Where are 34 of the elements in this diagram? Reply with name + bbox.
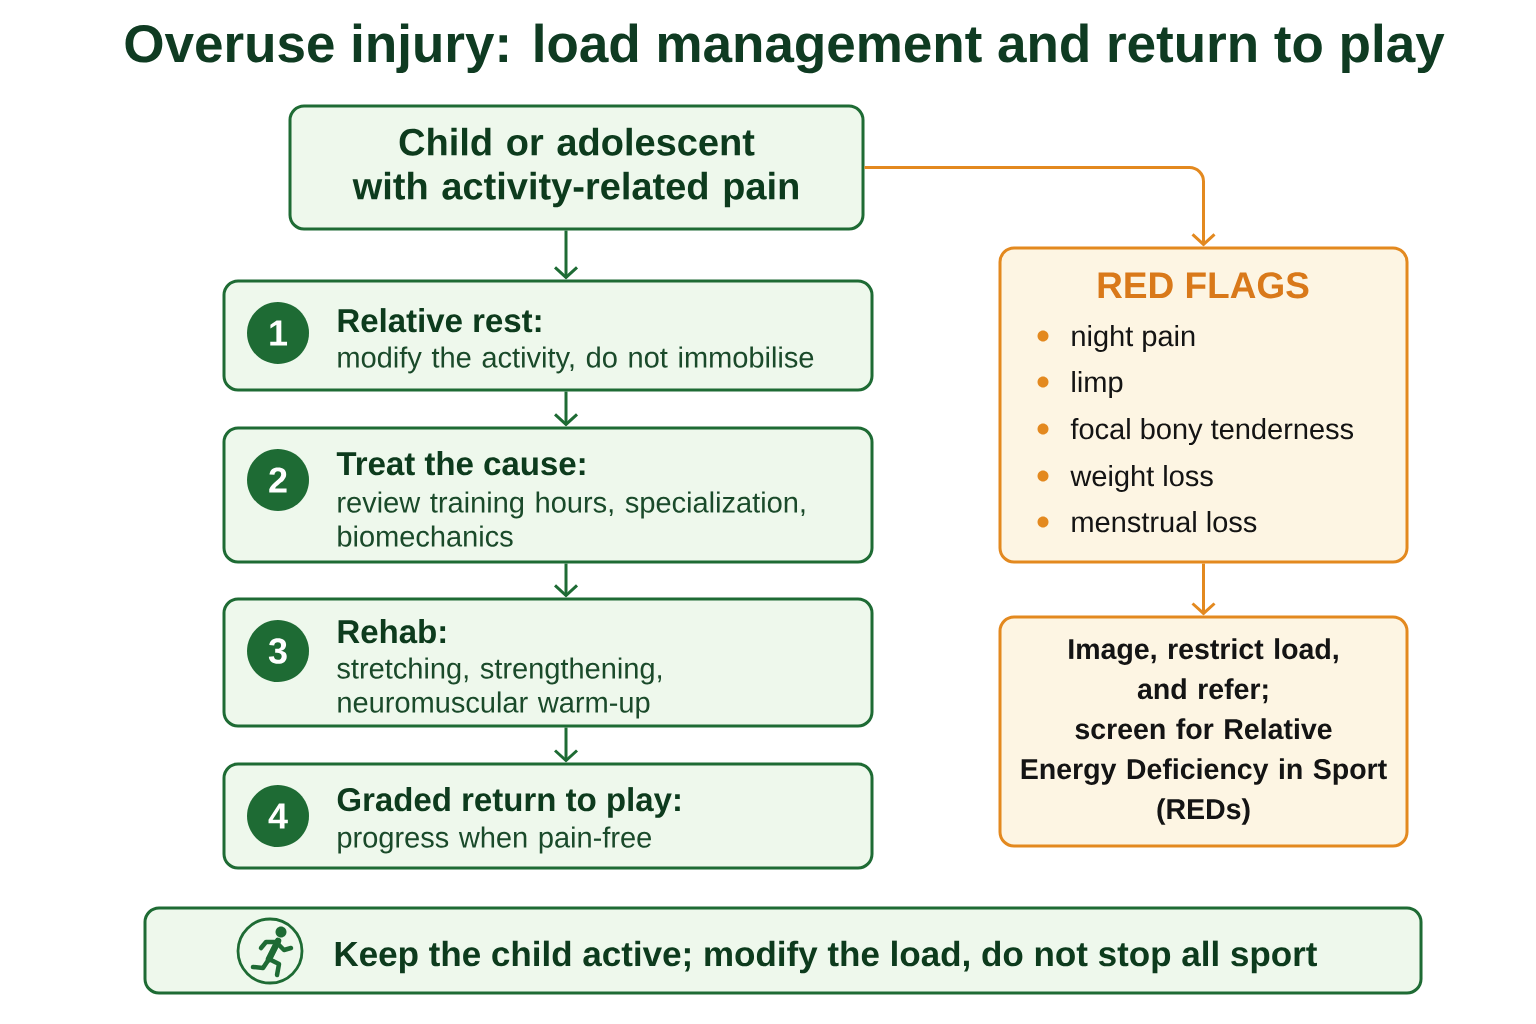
warning-box xyxy=(998,246,1409,564)
bullet-item: menstrual loss xyxy=(1072,511,1257,533)
arrow xyxy=(554,391,578,427)
start-box: Child or adolescent with activity-related pain xyxy=(288,104,865,231)
banner-text: Keep the child active; modify the load, do not stop all sport xyxy=(335,940,1317,974)
arrow xyxy=(554,230,578,280)
bullet-item: weight loss xyxy=(1070,465,1213,493)
step-heading: Graded return to play: xyxy=(337,787,680,818)
step-description: stretching, strengthening, neuromuscular warm-up xyxy=(337,657,661,719)
step-description: modify the activity, do not immobilise xyxy=(338,346,814,374)
bullet-item: limp xyxy=(1072,371,1123,399)
bullet-item: focal bony tenderness xyxy=(1070,418,1354,446)
title: Overuse injury: load management and return to play xyxy=(125,23,1445,74)
number-badge: 2 xyxy=(247,449,309,511)
arrow xyxy=(554,727,578,763)
number-badge: 4 xyxy=(247,785,309,847)
number-badge: 3 xyxy=(247,620,309,682)
arrow xyxy=(1191,563,1216,616)
action-box: Image, restrict load, and refer; screen for Relative Energy Deficiency in Sport (REDs) xyxy=(998,615,1409,848)
bullet-item: night pain xyxy=(1072,325,1195,353)
step-box xyxy=(222,762,874,870)
step-box xyxy=(222,279,874,392)
step-description: review training hours, specialization, biomechanics xyxy=(338,491,805,547)
number-badge: 1 xyxy=(247,302,309,364)
arrow xyxy=(864,166,1216,247)
step-box xyxy=(222,597,874,728)
step-heading: Relative rest: xyxy=(338,308,541,333)
warning-heading: RED FLAGS xyxy=(1098,272,1309,299)
step-heading: Rehab: xyxy=(338,619,446,644)
step-description: progress when pain-free xyxy=(338,826,651,854)
message-banner xyxy=(143,906,1423,995)
step-box xyxy=(222,426,874,564)
step-heading: Treat the cause: xyxy=(336,451,585,476)
arrow xyxy=(554,563,578,598)
